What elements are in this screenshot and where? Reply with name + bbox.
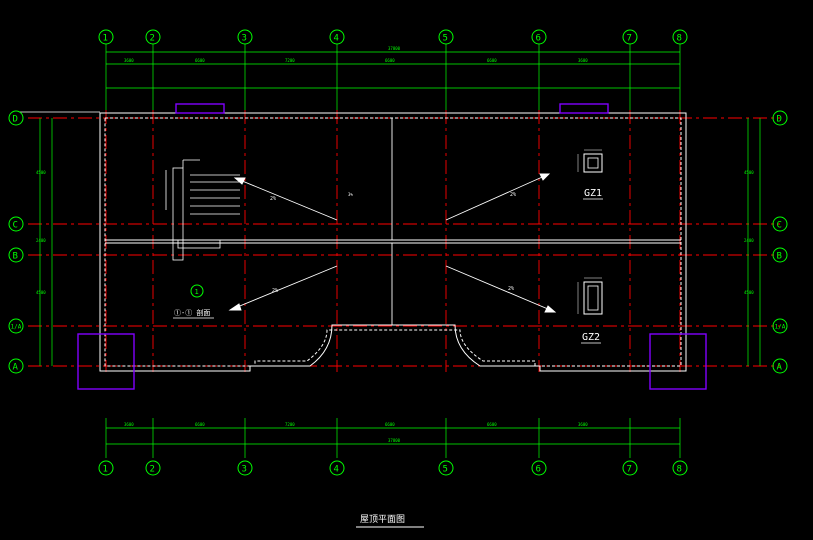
axis-bubbles-left [8, 110, 24, 374]
axis-label-bottom-4: 4 [334, 465, 339, 475]
dim-bottom-total: 37800 [388, 438, 401, 443]
axis-label-bottom-5: 5 [443, 465, 448, 475]
dimension-lines [39, 44, 761, 458]
axis-label-top-7: 7 [627, 34, 632, 44]
axis-bubbles-top [98, 29, 688, 45]
svg-text:1: 1 [195, 288, 199, 296]
axis-bubbles-right [772, 110, 788, 374]
section-label: ①-① 剖面 [174, 308, 210, 317]
axis-label-left-C: C [13, 221, 18, 231]
axis-label-left-B: B [13, 252, 18, 262]
dim-bottom-5: 6600 [487, 422, 497, 427]
axis-label-right-B: B [777, 252, 782, 262]
dim-top-2: 6600 [195, 58, 205, 63]
dim-left-3: 4500 [36, 290, 46, 295]
axis-label-right-C: C [777, 221, 782, 231]
dim-bottom-2: 6600 [195, 422, 205, 427]
axis-label-bottom-8: 8 [677, 465, 682, 475]
axis-label-left-1A: 1/A [11, 324, 22, 331]
axis-label-bottom-3: 3 [242, 465, 247, 475]
corner-columns [77, 103, 707, 390]
parapet-section-detail [165, 159, 240, 261]
slope-label-2: 2% [510, 192, 516, 198]
axis-label-bottom-7: 7 [627, 465, 632, 475]
dim-top-3: 7200 [285, 58, 295, 63]
dim-bottom-4: 6600 [385, 422, 395, 427]
dim-top-6: 3600 [578, 58, 588, 63]
axis-grid-vertical [105, 110, 681, 372]
dim-bottom-6: 3600 [578, 422, 588, 427]
column-gz2-detail [577, 277, 603, 315]
dim-top-4: 6600 [385, 58, 395, 63]
drawing-title: 屋顶平面图 [360, 514, 405, 525]
parapet-wall [99, 112, 687, 372]
dim-left-2: 2400 [36, 238, 46, 243]
axis-label-bottom-2: 2 [150, 465, 155, 475]
axis-label-top-5: 5 [443, 34, 448, 44]
slope-label-3: 2% [272, 288, 278, 294]
axis-label-bottom-6: 6 [536, 465, 541, 475]
dim-top-total: 37800 [388, 46, 401, 51]
dim-right-3: 4500 [744, 290, 754, 295]
axis-label-top-6: 6 [536, 34, 541, 44]
axis-label-right-1A: 1/A [775, 324, 786, 331]
axis-label-left-D: D [13, 115, 18, 125]
dim-right-2: 2400 [744, 238, 754, 243]
dim-bottom-3: 7200 [285, 422, 295, 427]
slope-arrows [228, 173, 557, 313]
axis-label-top-1: 1 [103, 34, 108, 44]
axis-label-top-2: 2 [150, 34, 155, 44]
axis-label-right-D: D [777, 115, 782, 125]
dim-right-1: 4500 [744, 170, 754, 175]
section-marker: 1 [190, 284, 204, 298]
dim-top-5: 6600 [487, 58, 497, 63]
axis-bubbles-bottom [98, 460, 688, 476]
slope-label-1: 2% [270, 196, 276, 202]
axis-label-top-3: 3 [242, 34, 247, 44]
dim-left-1: 4500 [36, 170, 46, 175]
axis-label-right-A: A [777, 363, 783, 373]
axis-label-top-8: 8 [677, 34, 682, 44]
axis-label-bottom-1: 1 [103, 465, 108, 475]
column-gz1-detail [577, 149, 603, 173]
column-gz2-label: GZ2 [582, 332, 600, 343]
column-gz1-label: GZ1 [584, 188, 602, 199]
axis-label-left-A: A [13, 363, 19, 373]
dim-top-1: 3600 [124, 58, 134, 63]
axis-label-top-4: 4 [334, 34, 339, 44]
slope-label-4: 2% [508, 286, 514, 292]
ridge-note: 3% [348, 192, 353, 197]
dim-bottom-1: 3600 [124, 422, 134, 427]
